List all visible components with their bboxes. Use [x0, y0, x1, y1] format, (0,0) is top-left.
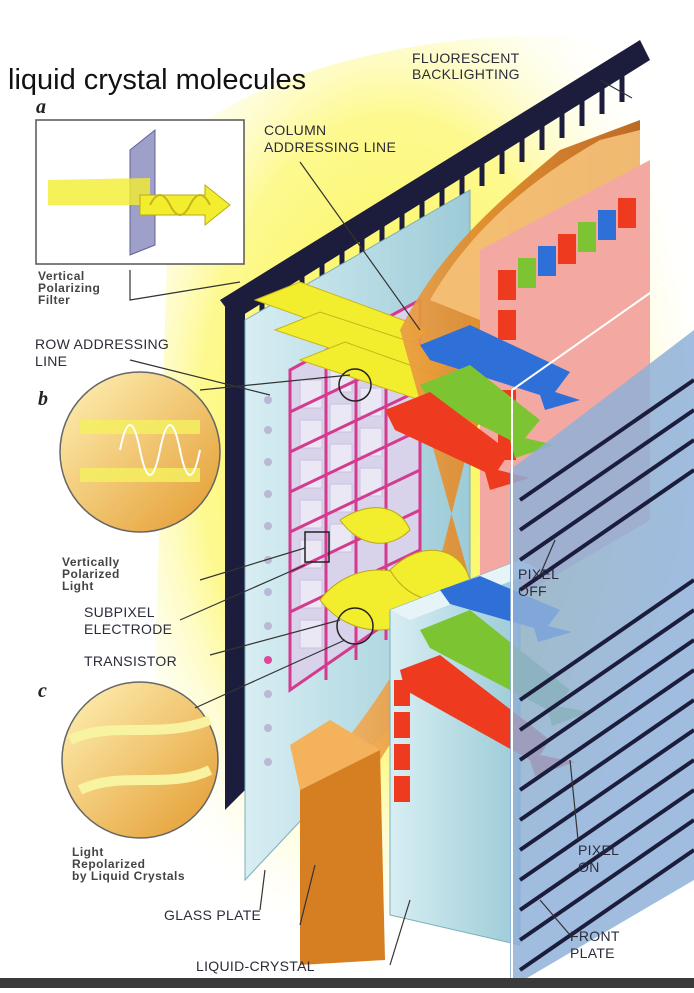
- lc-slab-front: [300, 750, 385, 965]
- label-column-addressing-line: COLUMN ADDRESSING LINE: [264, 122, 397, 155]
- highlight-circle-transistor-lower: [336, 607, 374, 645]
- inset-a-polarizing-filter: [35, 119, 245, 265]
- panel-letter-a: a: [36, 96, 46, 118]
- label-transistor: TRANSISTOR: [84, 653, 177, 669]
- label-vertically-polarized-light: Vertically Polarized Light: [62, 555, 120, 593]
- label-liquid-crystal-layer: LIQUID-CRYSTAL: [196, 958, 315, 974]
- glass-dots: [264, 396, 272, 766]
- label-glass-plate: GLASS PLATE: [164, 907, 262, 923]
- title: liquid crystal molecules: [8, 64, 307, 96]
- leader-lines: [129, 79, 633, 966]
- label-vertical-polarizing-filter: Vertical Polarizing Filter: [38, 269, 101, 307]
- label-fluorescent-backlighting: FLUORESCENT BACKLIGHTING: [412, 50, 520, 82]
- front-plate: [510, 261, 694, 988]
- panel-letter-c: c: [38, 680, 47, 702]
- label-pixel-on: PIXEL ON: [578, 842, 620, 875]
- highlight-circle-transistor-upper: [338, 368, 372, 402]
- label-light-repolarized: Light Repolarized by Liquid Crystals: [72, 845, 186, 883]
- inset-c-circle: [61, 681, 219, 839]
- label-row-addressing-line: ROW ADDRESSING LINE: [35, 336, 170, 369]
- label-front-plate: FRONT PLATE: [570, 928, 620, 961]
- label-subpixel-electrode: SUBPIXEL ELECTRODE: [84, 604, 173, 637]
- inset-b-circle: [59, 371, 221, 533]
- video-bottom-bar: [0, 978, 694, 988]
- light-arrows-upper: [385, 325, 580, 490]
- highlight-square-electrode: [304, 531, 330, 563]
- label-pixel-off: PIXEL OFF: [518, 566, 560, 599]
- panel-letter-b: b: [38, 388, 48, 410]
